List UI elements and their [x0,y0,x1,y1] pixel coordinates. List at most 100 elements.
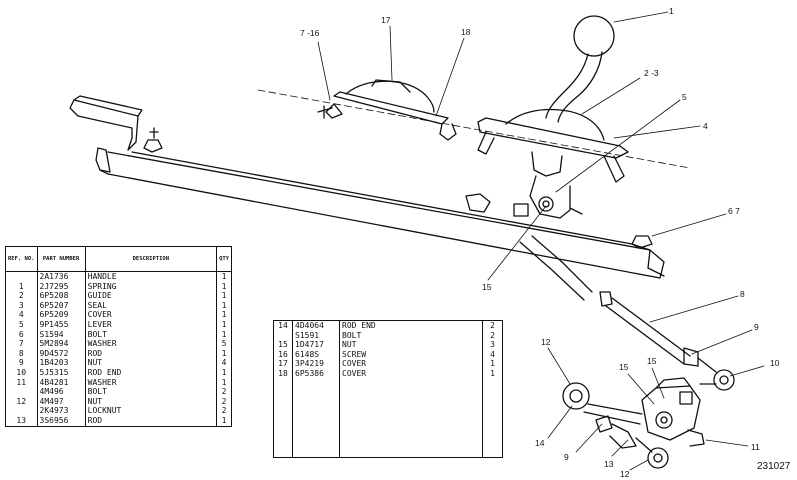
qty: 1 [490,359,495,369]
header-description: DESCRIPTION [85,246,218,272]
ref-no: 2 [5,291,38,301]
callout-numbers: 1 2 -3 4 5 6 7 7 -16 17 18 15 8 9 10 12 … [300,6,791,479]
ref-no: 11 [5,377,38,388]
ref-no: 15 [273,340,293,350]
qty: 4 [221,358,227,368]
description: WASHER [85,377,218,388]
callout-11: 11 [751,442,760,452]
table-header-row: REF. NO. PART NUMBER DESCRIPTION QTY [5,246,232,272]
part-number: 2A1736 [37,271,86,282]
table-filler-row [273,378,503,458]
description: SEAL [85,300,218,311]
header-qty: QTY [216,246,232,272]
description: ROD [85,348,218,359]
ref-no [5,387,38,397]
description: NUT [85,396,218,407]
part-number: S1594 [37,329,86,340]
part-number: 1B4203 [37,358,86,368]
qty: 1 [221,281,227,291]
header-ref-no: REF. NO. [5,246,38,272]
ref-no: 7 [5,339,38,349]
qty: 1 [490,368,495,378]
callout-14: 14 [535,438,545,448]
ref-no [5,406,38,416]
upper-cover-assembly [317,79,457,141]
callout-12-bottom: 12 [620,469,630,479]
description: SCREW [339,349,483,360]
callout-15-mid: 15 [647,356,657,366]
part-number: 5J5315 [37,367,86,378]
ref-no: 14 [273,320,293,331]
description: BOLT [85,387,218,397]
qty: 1 [221,377,227,387]
description: HANDLE [85,271,218,282]
part-number: 3P4219 [292,359,340,369]
qty: 1 [221,272,227,281]
ref-no: 17 [273,359,293,369]
callout-9-right: 9 [754,322,759,332]
qty: 1 [221,367,227,377]
description: ROD END [85,367,218,378]
qty: 1 [221,300,227,310]
callout-4: 4 [703,121,708,131]
part-number: 6P5208 [37,291,86,301]
ref-no [5,271,38,282]
description: WASHER [85,339,218,349]
part-number: 6P5207 [37,300,86,311]
part-number: S1591 [292,330,340,341]
callout-8: 8 [740,289,745,299]
description: COVER [339,368,483,379]
description: ROD [85,415,218,426]
qty: 1 [221,310,227,320]
qty: 4 [490,349,495,359]
description: LEVER [85,319,218,330]
qty: 1 [221,415,227,425]
callout-15-upper: 15 [482,282,492,292]
part-number: 5M2894 [37,339,86,349]
description: NUT [339,340,483,350]
part-number: 9D4572 [37,348,86,359]
qty: 5 [221,339,227,349]
description: BOLT [339,330,483,341]
part-number: 6P5209 [37,310,86,320]
part-number: 4B4281 [37,377,86,388]
callout-6-7: 6 7 [728,206,740,216]
qty: 2 [490,321,495,330]
leader-lines [317,11,765,471]
description: COVER [339,359,483,369]
ref-no: 12 [5,396,38,407]
shift-rod [519,235,735,391]
description: GUIDE [85,291,218,301]
description: BOLT [85,329,218,340]
callout-12-top: 12 [541,337,551,347]
callout-9-bottom: 9 [564,452,569,462]
ref-no: 4 [5,310,38,320]
qty: 2 [221,406,227,416]
callout-1: 1 [669,6,674,16]
description: SPRING [85,281,218,292]
qty: 2 [221,387,227,397]
parts-list-table-left: REF. NO. PART NUMBER DESCRIPTION QTY 2A1… [5,246,232,427]
part-number: 4M496 [37,387,86,397]
ref-no: 3 [5,300,38,311]
description: ROD END [339,320,483,331]
callout-13: 13 [604,459,614,469]
callout-10: 10 [770,358,780,368]
